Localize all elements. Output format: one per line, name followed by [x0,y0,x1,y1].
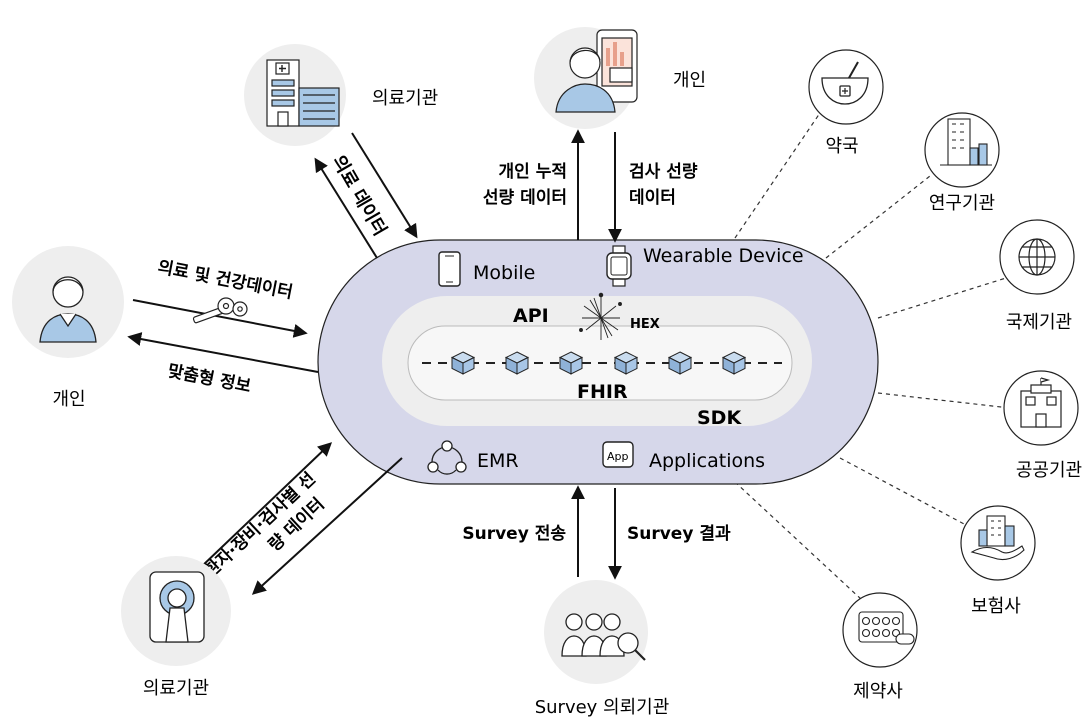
sdk-label: SDK [697,407,742,429]
connector-insurance [839,457,967,526]
research-label: 연구기관 [929,193,995,214]
applications-label: Applications [649,450,765,472]
fhir-cube-icon [558,351,584,375]
pill-icon [861,616,871,626]
health-data-label: 의료 및 건강데이터 [156,257,294,303]
mortar-pestle-icon [821,61,869,105]
node-person-left: 개인 [12,246,124,410]
connector-public [877,392,1011,409]
pharma-label: 제약사 [853,681,903,702]
cumulative-label-line1: 개인 누적 [499,162,567,182]
fhir-cube-icon [613,351,639,375]
hex-label: HEX [630,317,660,332]
fhir-cube-icon [504,351,530,375]
node-hospital-bottom: 의료기관 [121,556,231,699]
survey-org-label: Survey 의뢰기관 [535,697,670,718]
public-label: 공공기관 [1016,460,1082,481]
node-international: 국제기관 [999,219,1075,333]
node-pharmacy: 약국 [808,49,884,157]
pill-icon [871,628,881,638]
insurance-label: 보험사 [971,596,1021,617]
flow-arrows [127,129,622,595]
connector-international [877,277,1007,319]
people-search-icon [561,613,646,661]
person-left-label: 개인 [52,389,85,410]
emr-label: EMR [477,450,519,472]
fhir-cube-icon [667,351,693,375]
hex-burst-icon [579,292,622,340]
emr-icon [427,440,467,475]
arrow-patient-data-up [199,442,333,569]
pill-pack-icon [858,611,915,645]
connector-research [825,175,931,259]
node-person-top: 개인 [534,27,706,129]
mri-scanner-icon [149,571,205,643]
pill-icon [891,616,901,626]
fhir-label: FHIR [577,381,628,403]
pill-icon [881,616,891,626]
fhir-cube-group [450,351,747,375]
platform: Mobile Wearable Device API HEX FHIR [317,239,879,485]
key-icon [192,297,248,324]
wearable-label: Wearable Device [643,245,804,267]
pill-icon [861,628,871,638]
public-building-icon [1020,377,1062,428]
globe-icon [1018,238,1056,276]
node-pharma: 제약사 [842,592,918,702]
node-public: 공공기관 [1003,370,1082,481]
app-icon [602,441,634,468]
cumulative-label-line2: 선량 데이터 [483,188,567,208]
hospital-top-label: 의료기관 [372,88,438,109]
arrow-health-data-right [132,299,308,338]
hospital-building-icon [266,59,340,127]
survey-result-label: Survey 결과 [627,524,731,544]
medical-data-label: 의료 데이터 [328,152,391,240]
insurance-hand-building-icon [970,515,1025,561]
arrow-custom-info-left [127,332,319,373]
connector-pharmacy [734,109,823,239]
fhir-cube-icon [721,351,747,375]
arrow-patient-data-down [251,457,403,595]
exam-dose-label-line1: 검사 선량 [629,162,698,182]
node-survey-org: Survey 의뢰기관 [535,580,670,718]
watch-icon [606,245,632,287]
app-badge: App [607,450,629,463]
person-icon [39,276,97,343]
api-label: API [513,305,549,327]
connector-pharma [734,481,863,601]
international-label: 국제기관 [1006,312,1072,333]
custom-info-label: 맞춤형 정보 [166,360,253,397]
fhir-cube-icon [450,351,476,375]
mobile-label: Mobile [473,262,535,284]
survey-send-label: Survey 전송 [462,524,566,544]
pill-icon [871,616,881,626]
pharmacy-label: 약국 [825,136,858,157]
pill-icon [881,628,891,638]
node-insurance: 보험사 [960,505,1036,617]
exam-dose-label-line2: 데이터 [629,188,676,208]
arrow-medical-data-down [351,132,418,239]
mobile-icon [438,251,461,287]
person-top-label: 개인 [673,70,706,91]
node-research: 연구기관 [924,112,1000,214]
node-hospital-top: 의료기관 [244,44,438,146]
person-with-phone-icon [555,29,638,113]
research-building-icon [940,118,992,166]
arrow-medical-data-up [314,157,378,259]
hospital-bottom-label: 의료기관 [143,678,209,699]
dashed-connectors [734,109,1011,601]
